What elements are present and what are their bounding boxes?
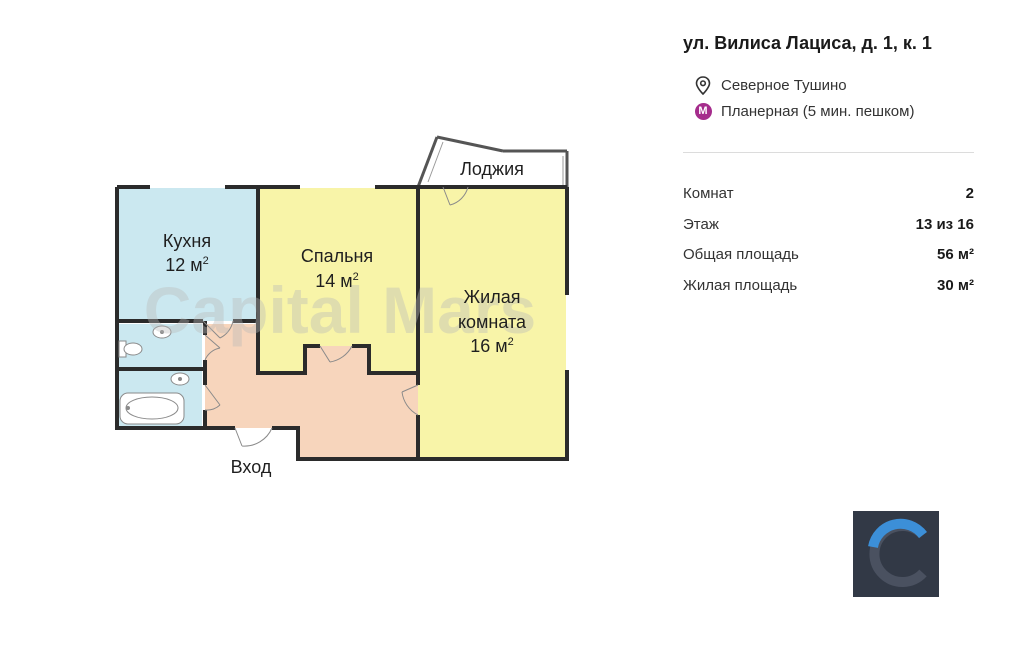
metro-text: Планерная (5 мин. пешком) (721, 102, 915, 120)
living-name-label-2: комната (458, 312, 527, 332)
property-label: Общая площадь (683, 246, 799, 263)
kitchen-name-label: Кухня (163, 231, 211, 251)
property-value: 2 (965, 185, 974, 202)
property-value: 56 м² (937, 246, 974, 263)
kitchen-room (117, 187, 258, 321)
toilet-icon (118, 340, 143, 358)
hallway (205, 324, 418, 459)
kitchen-area-label: 12 м2 (165, 255, 209, 275)
district-row: Северное Тушино (693, 75, 847, 95)
floor-plan: Capital Mars Кухня 12 м2 Спальня 14 м2 Ж… (115, 135, 569, 477)
address-title: ул. Вилиса Лациса, д. 1, к. 1 (683, 33, 932, 53)
divider (683, 152, 974, 153)
property-label: Комнат (683, 185, 734, 202)
bedroom-room (259, 187, 416, 373)
capital-mars-logo-icon (853, 511, 939, 597)
watermark: Capital Mars (144, 273, 536, 347)
living-area-label: 16 м2 (470, 336, 514, 356)
bedroom-name-label: Спальня (301, 246, 373, 266)
living-name-label-1: Жилая (464, 287, 521, 307)
district-text: Северное Тушино (721, 76, 847, 94)
walls (115, 185, 569, 461)
entrance-label: Вход (231, 457, 272, 477)
living-room (418, 187, 567, 459)
property-row-total-area: Общая площадь 56 м² (683, 246, 974, 263)
bathtub-icon (119, 392, 185, 425)
property-value: 30 м² (937, 277, 974, 294)
property-row-living-area: Жилая площадь 30 м² (683, 277, 974, 294)
property-row-rooms: Комнат 2 (683, 185, 974, 202)
property-label: Жилая площадь (683, 277, 798, 294)
loggia (416, 135, 569, 188)
door-swings (202, 186, 469, 447)
washbasin-icon (170, 372, 190, 386)
property-value: 13 из 16 (915, 216, 974, 233)
sink-icon (152, 325, 172, 339)
loggia-label: Лоджия (460, 159, 524, 179)
metro-badge: М (694, 102, 712, 120)
windows (150, 186, 568, 370)
property-row-floor: Этаж 13 из 16 (683, 216, 974, 233)
bedroom-area-label: 14 м2 (315, 271, 359, 291)
property-label: Этаж (683, 216, 719, 233)
metro-icon: М (693, 101, 713, 121)
location-pin-icon (693, 75, 713, 95)
metro-row: М Планерная (5 мин. пешком) (693, 101, 914, 121)
